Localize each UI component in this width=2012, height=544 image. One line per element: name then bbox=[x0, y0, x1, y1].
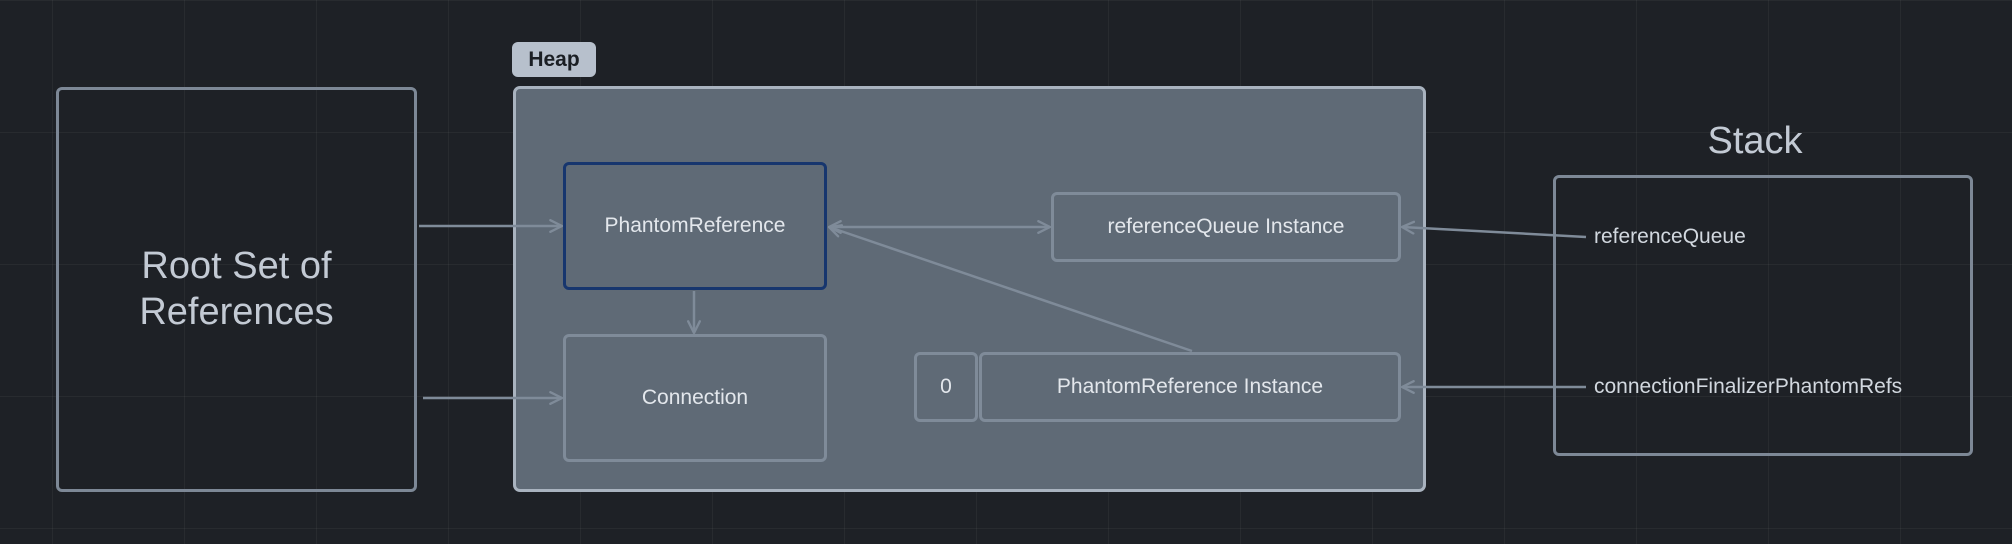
stack-var-reference-queue[interactable]: referenceQueue bbox=[1594, 225, 1746, 248]
connection-label: Connection bbox=[641, 386, 749, 409]
phantom-reference-instance-node[interactable]: PhantomReference Instance bbox=[979, 352, 1401, 422]
root-set-box[interactable]: Root Set of References bbox=[56, 87, 417, 492]
connection-node[interactable]: Connection bbox=[563, 334, 827, 462]
reference-queue-instance-label: referenceQueue Instance bbox=[1107, 215, 1345, 238]
arrow-instance-to-phantom-reference bbox=[827, 224, 1193, 353]
stack-var-connection-finalizer-phantom-refs[interactable]: connectionFinalizerPhantomRefs bbox=[1594, 375, 1903, 398]
reference-queue-instance-node[interactable]: referenceQueue Instance bbox=[1051, 192, 1401, 262]
heap-tag: Heap bbox=[512, 42, 596, 77]
stack-title: Stack bbox=[1707, 119, 1803, 162]
index-label: 0 bbox=[940, 375, 952, 398]
root-set-label-line2: References bbox=[139, 290, 334, 333]
phantom-reference-instance-label: PhantomReference Instance bbox=[1056, 375, 1324, 398]
phantom-reference-label: PhantomReference bbox=[604, 214, 786, 237]
arrow-stack-to-reference-queue-instance bbox=[1400, 220, 1587, 239]
index-cell[interactable]: 0 bbox=[914, 352, 978, 422]
phantom-reference-node[interactable]: PhantomReference bbox=[563, 162, 827, 290]
stack-container[interactable] bbox=[1553, 175, 1973, 456]
root-set-label-line1: Root Set of bbox=[141, 244, 332, 287]
